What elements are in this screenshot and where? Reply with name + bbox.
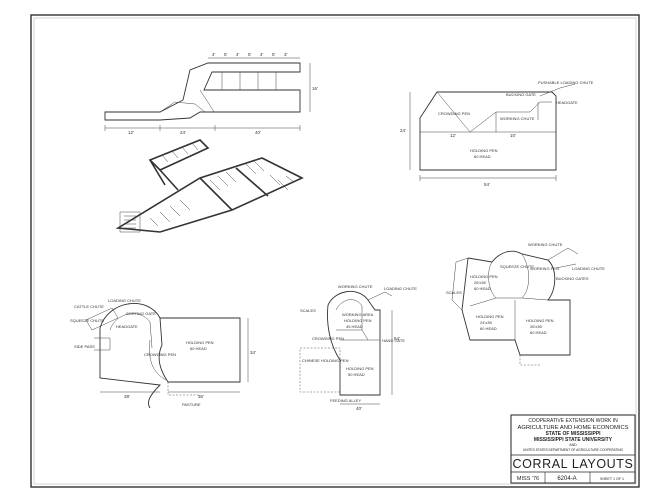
title-block-line4: MISSISSIPPI STATE UNIVERSITY xyxy=(534,437,613,443)
dim-label: 38' xyxy=(124,394,130,399)
label-squeeze-chute: SQUEEZE CHUTE xyxy=(70,318,104,323)
dim-label: 5' xyxy=(224,52,228,57)
label-working-chute: WORKING CHUTE xyxy=(500,116,535,121)
label-squeeze-chute: SQUEEZE CHUTE xyxy=(500,264,534,269)
label-loading-chute: LOADING CHUTE xyxy=(572,266,605,271)
title-block-line5: AND xyxy=(569,443,577,447)
label-holding-pen-a: HOLDING PEN xyxy=(344,318,372,323)
label-sorting-gate: SORTING GATE xyxy=(126,311,156,316)
title-block-line3: STATE OF MISSISSIPPI xyxy=(545,431,601,437)
dim-label: 12' xyxy=(128,130,134,135)
label-holding-pen-b: HOLDING PEN xyxy=(346,366,374,371)
dim-label: 5' xyxy=(248,52,252,57)
dim-label: 40' xyxy=(356,406,362,411)
label-holding-pen-count: 60 HEAD xyxy=(474,154,491,159)
sheet-inner-border xyxy=(33,17,637,485)
label-cattle-chute: CATTLE CHUTE xyxy=(74,304,104,309)
label-holding-pen-c-count: 60 HEAD xyxy=(530,330,547,335)
label-working-pen: WORKING PEN xyxy=(530,266,559,271)
layout-c: 38' 36' 34' LOADING CHUTE SORTING GATE C… xyxy=(70,298,256,409)
label-holding-pen-b-dim: 24'x36' xyxy=(480,320,493,325)
dim-label: 4' xyxy=(212,52,216,57)
dim-label: 16' xyxy=(312,86,318,91)
layout-b: 54' 24' 12' 10' PUSHABLE LOADING CHUTE B… xyxy=(400,80,594,187)
label-holding-pen: HOLDING PEN xyxy=(470,148,498,153)
title-block: COOPERATIVE EXTENSION WORK IN AGRICULTUR… xyxy=(510,414,636,484)
label-holding-pen-c: HOLDING PEN xyxy=(526,318,554,323)
label-side-pass: SIDE PASS xyxy=(74,344,95,349)
label-holding-pen-b-count: 60 HEAD xyxy=(480,326,497,331)
label-holding-pen-b: HOLDING PEN xyxy=(476,314,504,319)
label-holding-pen-a-count: 45 HEAD xyxy=(346,324,363,329)
dim-label: 10' xyxy=(510,133,516,138)
title-block-line2: AGRICULTURE AND HOME ECONOMICS xyxy=(517,425,628,431)
label-bucking-gate: BUCKING GATE xyxy=(506,92,536,97)
dim-label: 4' xyxy=(260,52,264,57)
label-holding-pen-a-count: 60 HEAD xyxy=(474,286,491,291)
title-block-miss: MISS '76 xyxy=(517,476,539,482)
label-loading-chute: LOADING CHUTE xyxy=(384,286,417,291)
label-pasture: PASTURE xyxy=(182,402,201,407)
label-crowding-pen: CROWDING PEN xyxy=(312,336,344,341)
dim-label: 24' xyxy=(180,130,186,135)
label-holding-pen: HOLDING PEN xyxy=(186,340,214,345)
label-holding-pen-count: 60 HEAD xyxy=(190,346,207,351)
label-crowding-pen: CROWDING PEN xyxy=(438,111,470,116)
label-holding-pen-a: HOLDING PEN xyxy=(470,274,498,279)
label-scales: SCALES xyxy=(300,308,316,313)
dim-label: 34' xyxy=(250,350,256,355)
title-block-sheet: SHEET 1 OF 1 xyxy=(600,477,624,481)
label-working-chute: WORKING CHUTE xyxy=(528,242,563,247)
label-headgate: HEADGATE xyxy=(556,100,578,105)
label-holding-pen-c-dim: 26'x36' xyxy=(530,324,543,329)
label-chinese-holding-pen: CHINESE HOLDING PEN xyxy=(302,358,349,363)
label-pushable-loading-chute: PUSHABLE LOADING CHUTE xyxy=(538,80,594,85)
label-working-chute: WORKING CHUTE xyxy=(338,284,373,289)
layout-e: WORKING CHUTE SQUEEZE CHUTE WORKING PEN … xyxy=(446,242,605,366)
label-working-area: WORKING AREA xyxy=(342,312,374,317)
dim-label: 4' xyxy=(236,52,240,57)
title-block-number: 6204-A xyxy=(557,476,576,482)
label-headgate: HEADGATE xyxy=(116,324,138,329)
label-bucking-gates: BUCKING GATES xyxy=(556,276,589,281)
label-crowding-pen: CROWDING PEN xyxy=(144,352,176,357)
dim-label: 24' xyxy=(400,128,406,133)
label-hand-gate: HAND GATE xyxy=(382,338,405,343)
dim-label: 40' xyxy=(255,130,261,135)
dim-label: 64' xyxy=(394,336,400,341)
dim-label: 54' xyxy=(484,182,490,187)
layout-d: 40' 64' WORKING CHUTE LOADING CHUTE SCAL… xyxy=(299,284,417,411)
sheet-border xyxy=(30,14,640,488)
label-feeding-alley: FEEDING ALLEY xyxy=(330,398,361,403)
layout-a-plan: 4' 5' 4' 5' 4' 5' 3' 12' 24' 40' 16' xyxy=(104,52,318,135)
dim-label: 12' xyxy=(450,133,456,138)
dim-label: 5' xyxy=(272,52,276,57)
label-loading-chute: LOADING CHUTE xyxy=(108,298,141,303)
title-block-line1: COOPERATIVE EXTENSION WORK IN xyxy=(528,418,618,424)
title-block-line6: UNITED STATES DEPARTMENT OF AGRICULTURE … xyxy=(523,448,624,452)
dim-label: 3' xyxy=(284,52,288,57)
label-holding-pen-b-count: 50 HEAD xyxy=(348,372,365,377)
label-holding-pen-a-dim: 26'x36' xyxy=(474,280,487,285)
dim-label: 36' xyxy=(198,394,204,399)
drawing-title: CORRAL LAYOUTS xyxy=(513,457,634,471)
label-scales: SCALES xyxy=(446,290,462,295)
layout-a-perspective xyxy=(115,139,304,233)
